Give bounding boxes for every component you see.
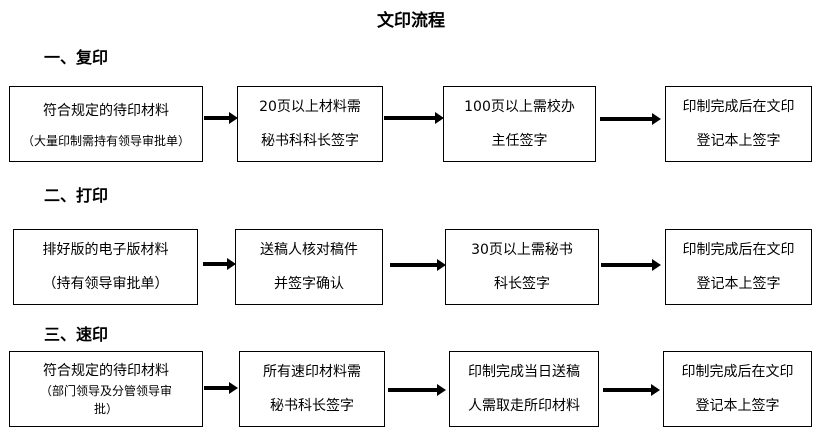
print-step-3-box: 30页以上需秘书 科长签字: [445, 229, 599, 305]
arrow-icon: [603, 384, 660, 396]
arrow-icon: [390, 259, 446, 271]
box-text-line: 并签字确认: [274, 276, 344, 292]
arrow-icon: [203, 258, 236, 270]
copy-step-3-box: 100页以上需校办 主任签字: [443, 86, 596, 162]
box-text-line: 印制完成后在文印: [682, 242, 795, 258]
box-text-line: 20页以上材料需: [259, 99, 361, 115]
box-note-line: 批）: [93, 402, 118, 416]
section-heading-print: 二、打印: [44, 186, 109, 205]
section-heading-copy: 一、复印: [44, 48, 109, 67]
box-text-line: 所有速印材料需: [263, 364, 361, 380]
box-text-line: 印制完成当日送稿: [468, 364, 580, 380]
box-text-line: 秘书科长签字: [270, 398, 354, 414]
copy-step-1-box: 符合规定的待印材料 （大量印制需持有领导审批单）: [9, 86, 203, 162]
quick-print-step-1-box: 符合规定的待印材料 （部门领导及分管领导审 批）: [9, 351, 203, 427]
box-text-line: 排好版的电子版材料: [42, 242, 169, 258]
page-title: 文印流程: [377, 11, 445, 31]
quick-print-step-2-box: 所有速印材料需 秘书科长签字: [239, 351, 385, 427]
box-text-line: 30页以上需秘书: [471, 242, 573, 258]
copy-step-4-box: 印制完成后在文印 登记本上签字: [665, 86, 812, 162]
quick-print-step-4-box: 印制完成后在文印 登记本上签字: [663, 351, 812, 427]
print-step-1-box: 排好版的电子版材料 （持有领导审批单）: [13, 229, 198, 305]
box-text-line: 科长签字: [494, 276, 550, 292]
print-step-2-box: 送稿人核对稿件 并签字确认: [235, 229, 383, 305]
box-text-line: 符合规定的待印材料: [43, 363, 169, 379]
box-text-line: 人需取走所印材料: [468, 398, 580, 414]
box-note-line: （部门领导及分管领导审: [39, 384, 172, 398]
print-step-4-box: 印制完成后在文印 登记本上签字: [665, 229, 812, 305]
copy-step-2-box: 20页以上材料需 秘书科科长签字: [237, 86, 383, 162]
box-text-line: 送稿人核对稿件: [260, 242, 358, 258]
arrow-icon: [204, 382, 238, 394]
arrow-icon: [388, 384, 446, 396]
box-text-line: 100页以上需校办: [464, 99, 575, 115]
arrow-icon: [600, 113, 661, 125]
arrow-icon: [384, 112, 444, 124]
section-heading-quick-print: 三、速印: [44, 325, 109, 344]
quick-print-step-3-box: 印制完成当日送稿 人需取走所印材料: [449, 351, 599, 427]
arrow-icon: [204, 112, 238, 124]
box-text-line: （持有领导审批单）: [42, 276, 169, 292]
box-text-line: 主任签字: [491, 133, 548, 149]
box-note-line: （大量印制需持有领导审批单）: [21, 134, 190, 148]
box-text-line: 登记本上签字: [696, 276, 781, 292]
box-text-line: 秘书科科长签字: [261, 133, 359, 149]
box-text-line: 印制完成后在文印: [681, 364, 794, 380]
box-text-line: 登记本上签字: [696, 133, 781, 149]
arrow-icon: [601, 259, 661, 271]
box-text-line: 登记本上签字: [695, 398, 780, 414]
box-text-line: 印制完成后在文印: [682, 99, 795, 115]
box-text-line: 符合规定的待印材料: [43, 103, 169, 119]
